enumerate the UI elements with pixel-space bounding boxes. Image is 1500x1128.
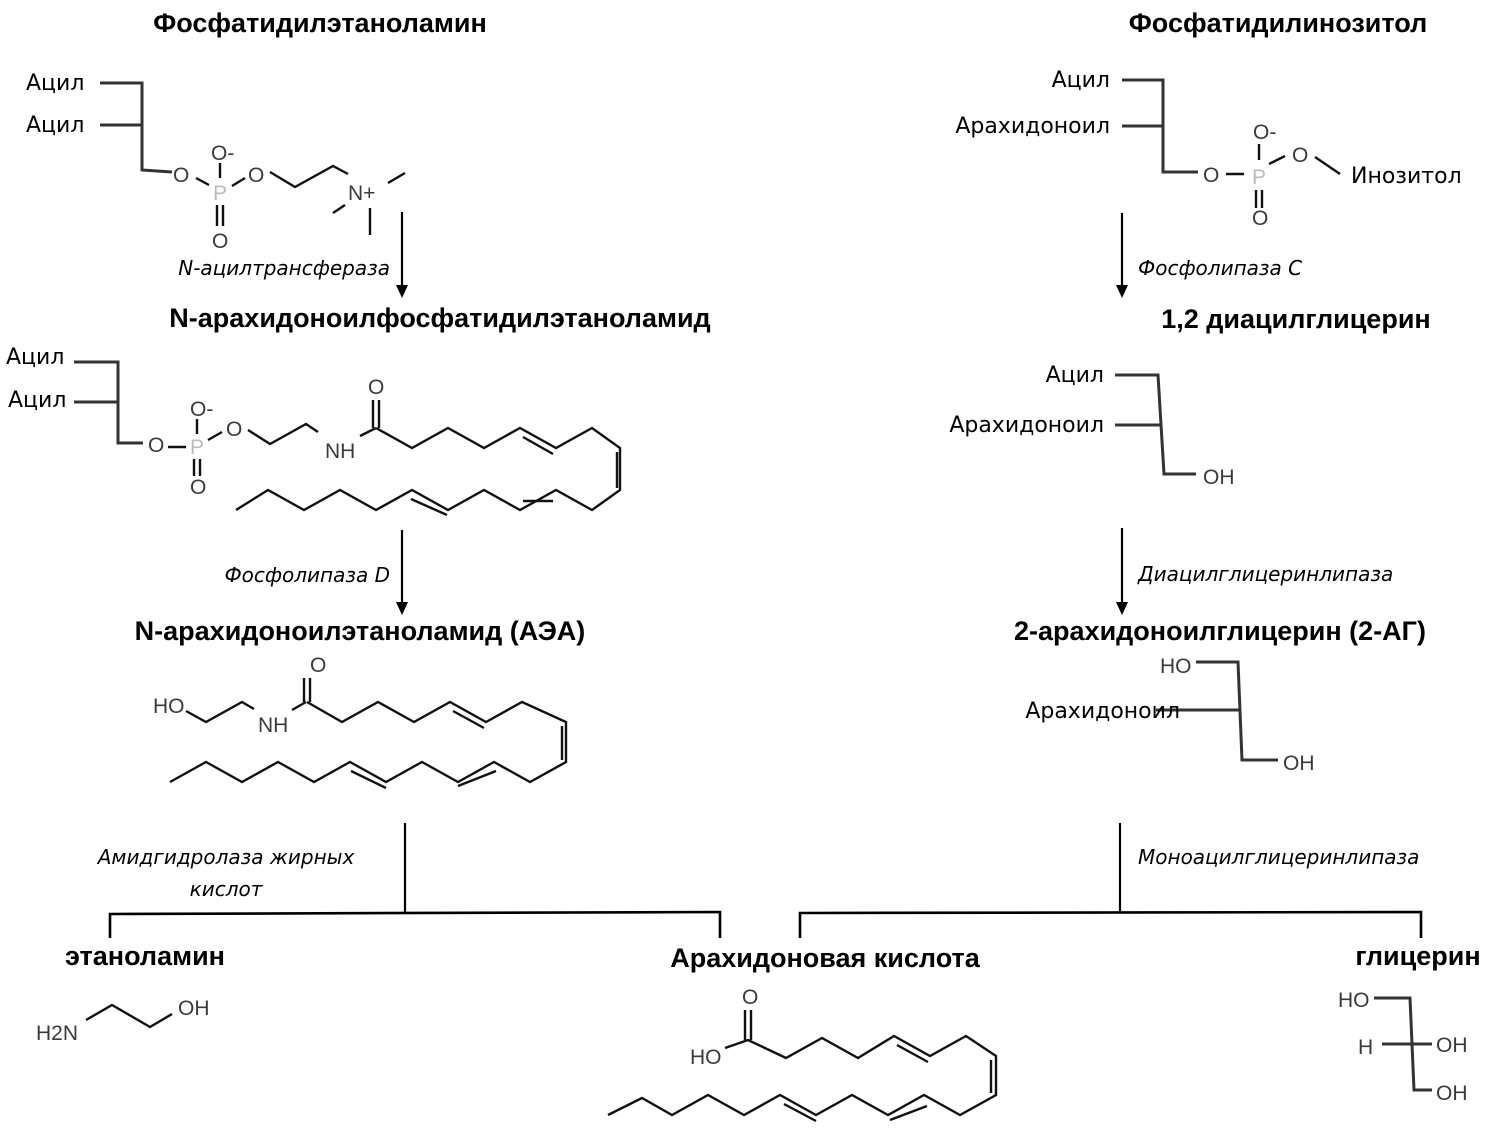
atom-oxygen: O — [1252, 207, 1268, 230]
structure-2-arachidonoylglycerol: HO Арахидоноил OH — [1025, 655, 1314, 775]
enzyme-label-faah-line2: кислот — [190, 877, 264, 901]
compound-title-nape: N-арахидоноилфосфатидилэтаноламид — [169, 303, 710, 333]
enzyme-label-mag-lipase: Моноацилглицеринлипаза — [1138, 845, 1419, 869]
enzyme-label-phospholipase-d: Фосфолипаза D — [224, 563, 390, 587]
arrow-head-icon — [396, 602, 408, 615]
structure-ethanolamine: H2N OH — [36, 997, 210, 1045]
atom-oxygen-minus: O- — [211, 142, 234, 165]
atom-oxygen-minus: O- — [190, 398, 213, 421]
atom-oxygen-minus: O- — [1253, 121, 1276, 144]
atom-oxygen: O — [248, 164, 264, 187]
acyl-group-label: Ацил — [1046, 363, 1104, 388]
atom-oxygen: O — [226, 418, 242, 441]
atom-amine: H2N — [36, 1022, 78, 1045]
arachidonoyl-group-label: Арахидоноил — [955, 114, 1110, 139]
structure-arachidonic-acid: HO O — [607, 986, 998, 1123]
enzyme-label-dag-lipase: Диацилглицеринлипаза — [1137, 562, 1393, 586]
atom-oxygen: O — [1292, 144, 1308, 167]
atom-oxygen: O — [742, 986, 758, 1009]
enzyme-label-n-acyltransferase: N-ацилтрансфераза — [178, 256, 390, 280]
atom-hydroxyl: HO — [1338, 989, 1370, 1012]
atom-oxygen: O — [368, 376, 384, 399]
arrow-head-icon — [396, 285, 408, 298]
structure-phosphatidylethanolamine: Ацил Ацил O P O- O O N+ — [26, 71, 406, 253]
enzyme-label-faah-line1: Амидгидролаза жирных — [96, 845, 355, 869]
atom-hydroxyl: HO — [690, 1046, 722, 1069]
compound-title-phosphatidylinositol: Фосфатидилинозитол — [1129, 8, 1427, 38]
structure-phosphatidylinositol: Ацил Арахидоноил O P O- O O Инозитол — [955, 68, 1461, 230]
acyl-group-label: Ацил — [8, 388, 66, 413]
acyl-group-label: Ацил — [6, 345, 64, 370]
arrow-head-icon — [1116, 602, 1128, 615]
atom-phosphorus: P — [213, 182, 227, 205]
atom-oxygen: O — [1203, 164, 1219, 187]
structure-anandamide: HO NH O — [153, 654, 568, 790]
atom-oxygen: O — [310, 654, 326, 677]
atom-nh: NH — [258, 714, 288, 737]
compound-title-2ag: 2-арахидоноилглицерин (2-АГ) — [1014, 616, 1426, 646]
arachidonoyl-group-label: Арахидоноил — [949, 413, 1104, 438]
atom-oxygen: O — [148, 434, 164, 457]
acyl-group-label: Ацил — [26, 71, 84, 96]
atom-hydroxyl: OH — [1436, 1082, 1468, 1105]
split-bracket-magl — [798, 910, 1423, 938]
atom-oxygen: O — [212, 230, 228, 253]
atom-hydroxyl: HO — [153, 695, 185, 718]
compound-title-arachidonic-acid: Арахидоновая кислота — [670, 943, 981, 973]
compound-title-phosphatidylethanolamine: Фосфатидилэтаноламин — [153, 8, 487, 38]
compound-title-glycerol: глицерин — [1355, 941, 1480, 971]
arachidonoyl-group-label: Арахидоноил — [1025, 699, 1180, 724]
atom-hydrogen: H — [1358, 1036, 1373, 1059]
atom-hydroxyl: OH — [1203, 466, 1235, 489]
atom-hydroxyl: OH — [1436, 1034, 1468, 1057]
atom-oxygen: O — [173, 164, 189, 187]
structure-glycerol: HO H OH OH — [1338, 989, 1468, 1105]
atom-nitrogen-plus: N+ — [348, 182, 375, 205]
atom-hydroxyl: OH — [1283, 752, 1315, 775]
arrow-head-icon — [1116, 285, 1128, 298]
acyl-group-label: Ацил — [26, 113, 84, 138]
atom-phosphorus: P — [1252, 166, 1266, 189]
compound-title-diacylglycerol: 1,2 диацилглицерин — [1161, 304, 1430, 334]
atom-nh: NH — [325, 440, 355, 463]
split-bracket-faah — [108, 910, 722, 938]
atom-hydroxyl: OH — [178, 997, 210, 1020]
structure-diacylglycerol: Ацил Арахидоноил OH — [949, 363, 1234, 489]
compound-title-aea: N-арахидоноилэтаноламид (АЭА) — [135, 616, 586, 646]
atom-phosphorus: P — [190, 436, 204, 459]
compound-title-ethanolamine: этаноламин — [65, 941, 225, 971]
atom-hydroxyl: HO — [1160, 655, 1192, 678]
inositol-label: Инозитол — [1351, 164, 1462, 189]
acyl-group-label: Ацил — [1052, 68, 1110, 93]
enzyme-label-phospholipase-c: Фосфолипаза С — [1138, 256, 1302, 280]
atom-oxygen: O — [190, 476, 206, 499]
structure-nape: Ацил Ацил O P O- O O NH O — [6, 345, 622, 517]
